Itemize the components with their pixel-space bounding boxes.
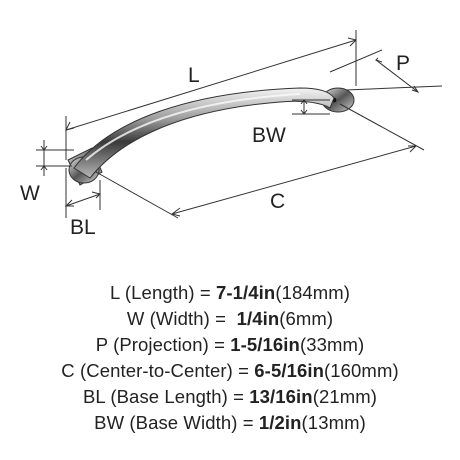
spec-projection-metric: (33mm) — [299, 334, 365, 355]
spec-projection-name: P (Projection) = — [95, 334, 231, 355]
length-dimension — [65, 30, 357, 160]
width-label: W — [20, 182, 40, 205]
spec-center-to-center-metric: (160mm) — [324, 360, 399, 381]
spec-length-metric: (184mm) — [275, 282, 351, 303]
spec-length-value: 7-1/4in — [216, 282, 276, 303]
length-label: L — [188, 64, 200, 87]
spec-length: L (Length) = 7-1/4in(184mm) — [0, 282, 460, 304]
spec-base-length: BL (Base Length) = 13/16in(21mm) — [0, 386, 460, 408]
spec-base-length-value: 13/16in — [249, 386, 313, 407]
center-to-center-label: C — [270, 190, 285, 213]
spec-center-to-center-value: 6-5/16in — [254, 360, 324, 381]
spec-center-to-center: C (Center-to-Center) = 6-5/16in(160mm) — [0, 360, 460, 382]
projection-dimension — [329, 49, 443, 93]
spec-width-metric: (6mm) — [279, 308, 334, 329]
projection-label: P — [396, 52, 410, 75]
handle-dimension-diagram: L P BW W C BL — [20, 30, 443, 239]
width-dimension — [36, 140, 74, 176]
spec-base-width-value: 1/2in — [258, 412, 302, 433]
spec-center-to-center-name: C (Center-to-Center) = — [61, 360, 255, 381]
spec-length-name: L (Length) = — [109, 282, 216, 303]
spec-width-value: 1/4in — [236, 308, 280, 329]
base-length-dimension — [64, 168, 101, 218]
spec-projection-value: 1-5/16in — [230, 334, 300, 355]
base-length-label: BL — [70, 216, 96, 239]
spec-base-width-metric: (13mm) — [301, 412, 366, 433]
base-width-label: BW — [252, 124, 286, 147]
spec-base-length-metric: (21mm) — [312, 386, 378, 407]
spec-width: W (Width) = 1/4in(6mm) — [0, 308, 460, 330]
center-to-center-dimension — [95, 103, 425, 219]
spec-base-width: BW (Base Width) = 1/2in(13mm) — [0, 412, 460, 434]
cabinet-pull-image — [67, 87, 355, 186]
spec-base-width-name: BW (Base Width) = — [94, 412, 259, 433]
spec-base-length-name: BL (Base Length) = — [82, 386, 250, 407]
spec-width-name: W (Width) = — [126, 308, 237, 329]
spec-projection: P (Projection) = 1-5/16in(33mm) — [0, 334, 460, 356]
base-width-dimension — [292, 99, 330, 115]
